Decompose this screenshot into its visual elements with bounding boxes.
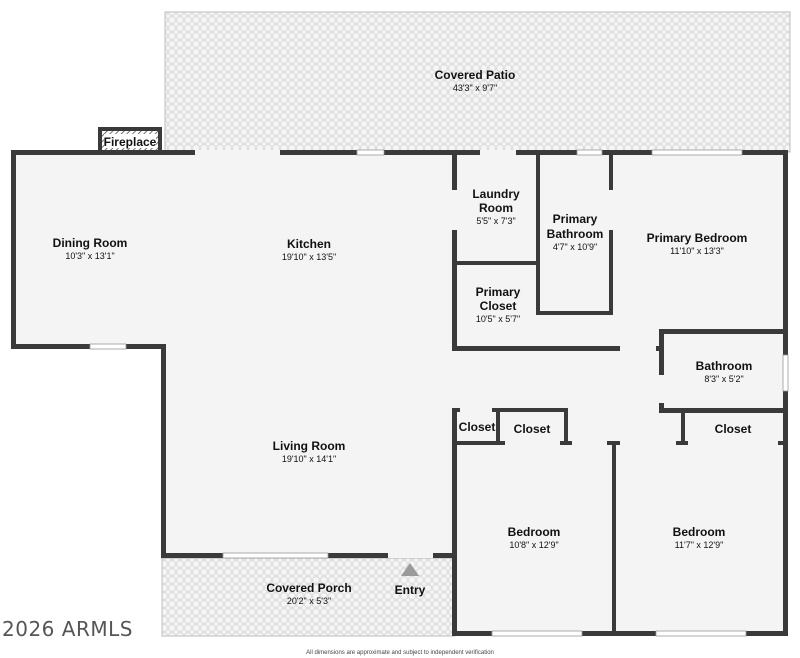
bathroom-label: Bathroom bbox=[696, 359, 753, 373]
dining-room-label: Dining Room bbox=[53, 236, 128, 250]
covered-porch-dims: 20'2" x 5'3" bbox=[287, 596, 331, 606]
bedroom-2-dims: 11'7" x 12'9" bbox=[675, 540, 724, 550]
covered-patio bbox=[164, 11, 791, 153]
fireplace-label: Fireplace bbox=[104, 135, 157, 149]
primary-closet-dims: 10'5" x 5'7" bbox=[476, 314, 520, 324]
bedroom-1-label: Bedroom bbox=[508, 525, 561, 539]
fireplace bbox=[98, 127, 162, 153]
openings bbox=[89, 149, 789, 637]
kitchen-label: Kitchen bbox=[287, 237, 331, 251]
primary-bedroom-label: Primary Bedroom bbox=[647, 231, 748, 245]
copyright-watermark: 2026 ARMLS bbox=[2, 617, 133, 641]
covered-patio-label: Covered Patio bbox=[435, 68, 516, 82]
living-room-dims: 19'10" x 14'1" bbox=[282, 454, 336, 464]
living-room-label: Living Room bbox=[273, 439, 346, 453]
laundry-room-label-line1: Laundry bbox=[472, 187, 520, 201]
closet-b-label: Closet bbox=[514, 422, 551, 436]
bedroom-1-dims: 10'8" x 12'9" bbox=[509, 540, 558, 550]
primary-bathroom-label-line2: Bathroom bbox=[547, 227, 604, 241]
house-floor bbox=[12, 152, 787, 633]
primary-closet-label-line1: Primary bbox=[476, 285, 521, 299]
primary-closet-label-line2: Closet bbox=[480, 299, 517, 313]
laundry-room-label-line2: Room bbox=[479, 201, 513, 215]
laundry-room-dims: 5'5" x 7'3" bbox=[476, 216, 515, 226]
kitchen-dims: 19'10" x 13'5" bbox=[282, 252, 336, 262]
closet-c-label: Closet bbox=[715, 422, 752, 436]
dining-room-dims: 10'3" x 13'1" bbox=[65, 251, 114, 261]
covered-porch-label: Covered Porch bbox=[266, 581, 351, 595]
primary-bathroom-label-line1: Primary bbox=[553, 212, 598, 226]
entry-arrow-icon bbox=[401, 563, 419, 576]
disclaimer-text: All dimensions are approximate and subje… bbox=[306, 650, 494, 656]
bedroom-2-label: Bedroom bbox=[673, 525, 726, 539]
bathroom-dims: 8'3" x 5'2" bbox=[704, 374, 743, 384]
primary-bedroom-dims: 11'10" x 13'3" bbox=[670, 246, 724, 256]
closet-a-label: Closet bbox=[459, 420, 496, 434]
covered-patio-dims: 43'3" x 9'7" bbox=[453, 83, 497, 93]
entry-label: Entry bbox=[395, 583, 426, 597]
primary-bathroom-dims: 4'7" x 10'9" bbox=[553, 242, 597, 252]
